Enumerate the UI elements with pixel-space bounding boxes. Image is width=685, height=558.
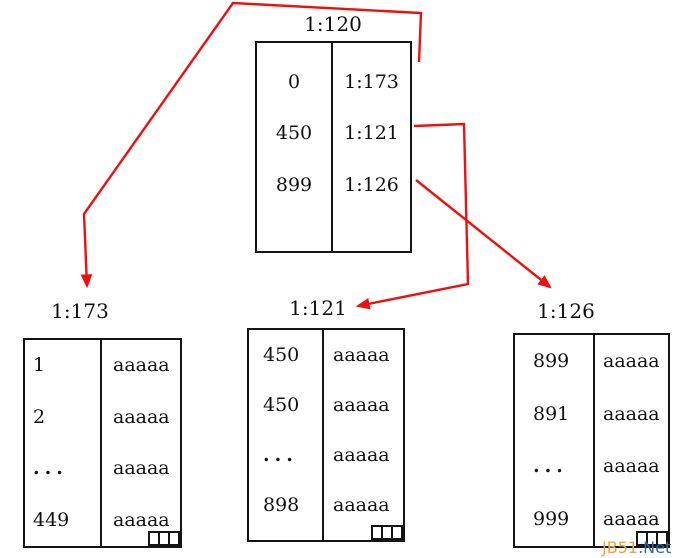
root-node-title: 1:120	[304, 12, 362, 36]
leaf-key: 1	[33, 354, 46, 377]
leaf-key-column: 450 450 ... 898	[249, 330, 324, 540]
leaf-value: aaaaa	[603, 508, 660, 531]
root-pointer: 1:126	[344, 173, 399, 196]
leaf-value-column: aaaaa aaaaa aaaaa aaaaa	[324, 330, 403, 540]
page-blocks-icon	[371, 525, 403, 540]
leaf-node-title-173: 1:173	[51, 299, 109, 323]
watermark: JB51.Net	[602, 538, 671, 557]
leaf-node-box-126: 899 891 ... 999 aaaaa aaaaa aaaaa aaaaa	[513, 333, 670, 548]
leaf-value: aaaaa	[333, 393, 390, 416]
leaf-value: aaaaa	[113, 457, 170, 480]
leaf-value: aaaaa	[603, 455, 660, 478]
leaf-value: aaaaa	[603, 402, 660, 425]
leaf-value-column: aaaaa aaaaa aaaaa aaaaa	[595, 335, 668, 546]
page-blocks-icon	[636, 531, 668, 546]
leaf-value: aaaaa	[113, 354, 170, 377]
root-key-column: 0 450 899	[257, 43, 333, 251]
arrow-root-to-leaf-126	[415, 179, 552, 289]
page-blocks-icon	[148, 531, 180, 546]
leaf-value: aaaaa	[113, 508, 170, 531]
leaf-node-box-121: 450 450 ... 898 aaaaa aaaaa aaaaa aaaaa	[247, 328, 405, 542]
leaf-key: 999	[533, 508, 570, 531]
root-key: 0	[287, 71, 301, 94]
leaf-key: 899	[533, 349, 570, 372]
leaf-node-title-121: 1:121	[289, 296, 347, 320]
leaf-value-column: aaaaa aaaaa aaaaa aaaaa	[102, 340, 180, 546]
leaf-key: 891	[533, 402, 570, 425]
leaf-key: 898	[263, 493, 300, 516]
leaf-node-title-126: 1:126	[537, 299, 595, 323]
leaf-key: 450	[263, 343, 300, 366]
leaf-value: aaaaa	[333, 343, 390, 366]
root-node-box: 0 450 899 1:173 1:121 1:126	[255, 41, 412, 253]
root-key: 899	[275, 173, 313, 196]
leaf-node-box-173: 1 2 ... 449 aaaaa aaaaa aaaaa aaaaa	[23, 338, 182, 548]
watermark-brand: JB51	[602, 538, 639, 557]
leaf-key: 2	[33, 405, 46, 428]
root-pointer: 1:121	[344, 122, 399, 145]
leaf-value: aaaaa	[603, 349, 660, 372]
leaf-value: aaaaa	[113, 405, 170, 428]
root-pointer-column: 1:173 1:121 1:126	[333, 43, 410, 251]
leaf-key-column: 899 891 ... 999	[515, 335, 595, 546]
leaf-value: aaaaa	[333, 443, 390, 466]
leaf-key: 450	[263, 393, 300, 416]
root-key: 450	[275, 122, 313, 145]
leaf-key-ellipsis: ...	[33, 457, 68, 480]
leaf-key-ellipsis: ...	[263, 443, 298, 466]
leaf-key-column: 1 2 ... 449	[25, 340, 102, 546]
root-pointer: 1:173	[344, 71, 399, 94]
leaf-value: aaaaa	[333, 493, 390, 516]
leaf-key: 449	[33, 508, 70, 531]
leaf-key-ellipsis: ...	[533, 455, 568, 478]
watermark-suffix: .Net	[638, 538, 672, 557]
